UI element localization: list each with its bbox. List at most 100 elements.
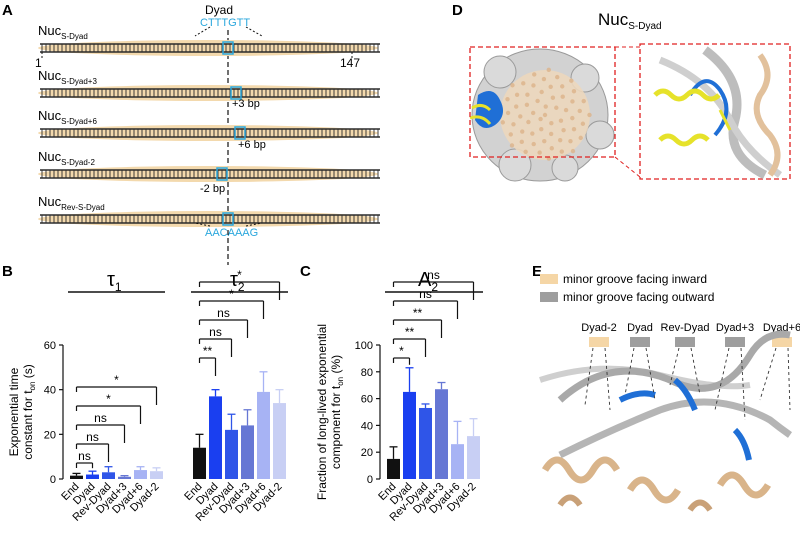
histone-residue — [546, 67, 551, 73]
significance-label: ns — [427, 268, 440, 282]
panel-label-a: A — [2, 2, 13, 19]
histone-residue — [549, 146, 554, 151]
seq-pointer — [245, 26, 263, 37]
zoom-connector-bottom — [614, 156, 641, 178]
histone-residue — [581, 98, 586, 104]
position-swatch — [772, 337, 792, 347]
dna-minor-groove-structure — [539, 330, 793, 512]
y-axis-label: Exponential timeconstant for ton (s) — [7, 364, 37, 460]
histone-residue — [521, 81, 526, 86]
panel-d-structure: NucS-Dyad — [469, 10, 791, 182]
histone-residue — [569, 78, 574, 83]
histone-residue — [500, 120, 505, 125]
histone-residue — [525, 92, 530, 97]
sequence-highlight-box — [216, 167, 228, 181]
position-label: Dyad — [627, 322, 653, 334]
histone-residue — [550, 95, 556, 100]
histone-residue — [559, 149, 564, 154]
histone-residue — [571, 127, 577, 132]
panel-label-b: B — [2, 263, 13, 280]
histone-residue — [577, 108, 582, 114]
histone-residue — [514, 104, 519, 109]
position-start-label: 1 — [35, 56, 42, 70]
y-tick-label: 80 — [361, 367, 373, 379]
significance-label: ns — [78, 449, 91, 463]
panel-c-chart: 0 20 40 60 80 100 Fraction of long-lived expon… — [315, 268, 483, 524]
zoom-structure — [653, 46, 783, 180]
histone-residue — [531, 141, 536, 147]
seq-pointer — [194, 222, 211, 227]
bar — [257, 391, 270, 479]
histone-residue — [539, 89, 544, 95]
y-axis-label: Fraction of long-lived exponentialcompon… — [315, 324, 345, 500]
histone-residue — [524, 102, 530, 107]
histone-shade — [38, 125, 378, 141]
histone-residue — [511, 122, 516, 127]
significance-label: ** — [203, 344, 213, 358]
position-pointer — [604, 347, 611, 411]
histone-residue — [580, 121, 586, 126]
panel-label-d: D — [452, 2, 463, 19]
bar — [273, 403, 286, 479]
y-tick-label: 20 — [361, 447, 373, 459]
significance-label: * — [106, 392, 111, 406]
y-tick-label: 60 — [44, 340, 56, 352]
panel-a-constructs: Dyad CTTTGTT AACAAAG 1 147 NucS-DyadNucS… — [35, 3, 380, 265]
legend-swatch — [540, 292, 558, 302]
bar — [419, 407, 432, 479]
histone-residue — [555, 74, 560, 80]
histone-residue — [557, 137, 563, 143]
bar — [387, 458, 400, 479]
significance-label: ns — [419, 287, 432, 301]
y-tick-label: 100 — [355, 340, 373, 352]
histone-residue — [568, 138, 573, 144]
histone-shade — [38, 85, 378, 101]
position-label: Dyad+6 — [763, 322, 800, 334]
position-pointer — [740, 347, 746, 421]
histone-residue — [570, 99, 575, 104]
position-pointer — [624, 347, 635, 396]
histone-residue — [549, 121, 554, 126]
significance-label: ** — [405, 325, 415, 339]
bar — [118, 476, 131, 479]
histone-residue — [514, 92, 520, 97]
y-tick-label: 60 — [361, 394, 373, 406]
histone-residue — [542, 112, 548, 118]
position-pointer — [669, 347, 680, 386]
histone-residue — [530, 131, 535, 136]
bar — [70, 475, 83, 479]
bar — [209, 396, 222, 479]
top-sequence: CTTTGTT — [200, 17, 250, 29]
construct-name: NucS-Dyad-2 — [38, 149, 95, 167]
histone-residue — [509, 143, 515, 148]
legend-label: minor groove facing inward — [563, 272, 707, 286]
histone-residue — [554, 105, 559, 110]
bar — [86, 474, 99, 479]
group-label: τ1 — [107, 269, 122, 294]
significance-label: ** — [413, 306, 423, 320]
y-tick-label: 0 — [50, 474, 56, 486]
y-tick-label: 0 — [367, 474, 373, 486]
significance-label: * — [114, 373, 119, 387]
histone-residue — [561, 127, 566, 133]
histone-residue — [520, 129, 525, 134]
histone-shade — [38, 211, 378, 227]
bar — [150, 471, 163, 479]
significance-label: * — [237, 268, 242, 282]
histone-residue — [532, 72, 537, 77]
bottom-sequence: AACAAAG — [205, 227, 258, 239]
shift-label: +6 bp — [238, 139, 266, 151]
zoom-region-box — [469, 46, 616, 158]
histone-residue — [531, 83, 536, 88]
bar — [467, 436, 480, 479]
histone-residue — [539, 127, 544, 132]
y-tick-label: 40 — [361, 420, 373, 432]
histone-residue — [537, 150, 542, 155]
bar — [403, 391, 416, 479]
position-pointer — [690, 347, 701, 396]
legend-swatch — [540, 274, 558, 284]
significance-label: * — [229, 287, 234, 301]
position-pointer — [787, 347, 791, 411]
bar — [435, 389, 448, 479]
